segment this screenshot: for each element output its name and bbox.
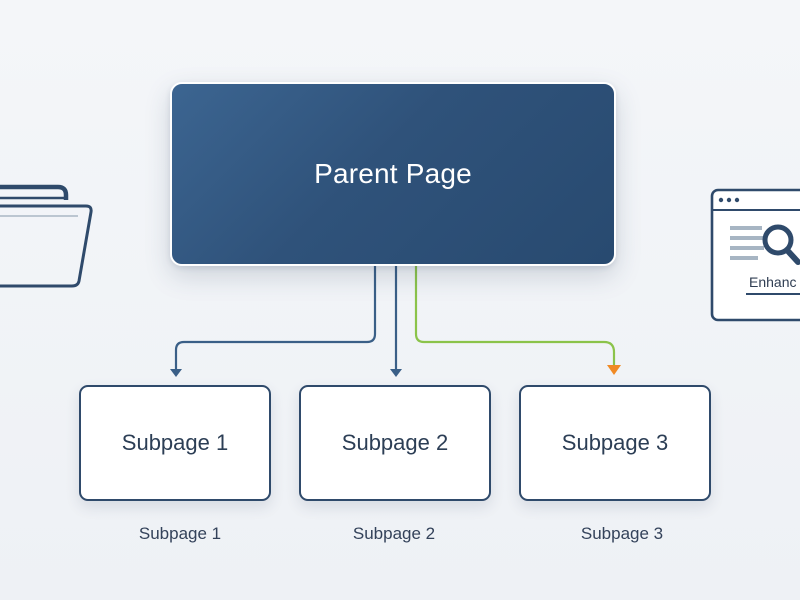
arrowhead-subpage-2 — [390, 369, 402, 377]
subpage-3-node[interactable]: Subpage 3 — [519, 385, 711, 501]
subpage-1-node[interactable]: Subpage 1 — [79, 385, 271, 501]
arrowhead-subpage-3 — [607, 365, 621, 375]
browser-search-icon — [710, 188, 800, 322]
subpage-3-caption: Subpage 3 — [580, 524, 664, 543]
subpage-2-title: Subpage 2 — [341, 430, 449, 455]
folder-icon — [0, 184, 93, 288]
connector-subpage-3 — [414, 266, 616, 366]
parent-page-title: Parent Page — [314, 158, 472, 189]
parent-page-node[interactable]: Parent Page — [170, 82, 616, 266]
arrowhead-subpage-1 — [170, 369, 182, 377]
subpage-2-node[interactable]: Subpage 2 — [299, 385, 491, 501]
subpage-1-caption: Subpage 1 — [138, 524, 222, 543]
browser-widget-label: Enhanc — [749, 274, 797, 290]
subpage-2-caption: Subpage 2 — [352, 524, 436, 543]
subpage-3-title: Subpage 3 — [561, 430, 669, 455]
subpage-1-title: Subpage 1 — [121, 430, 229, 455]
connector-subpage-1 — [174, 266, 377, 370]
